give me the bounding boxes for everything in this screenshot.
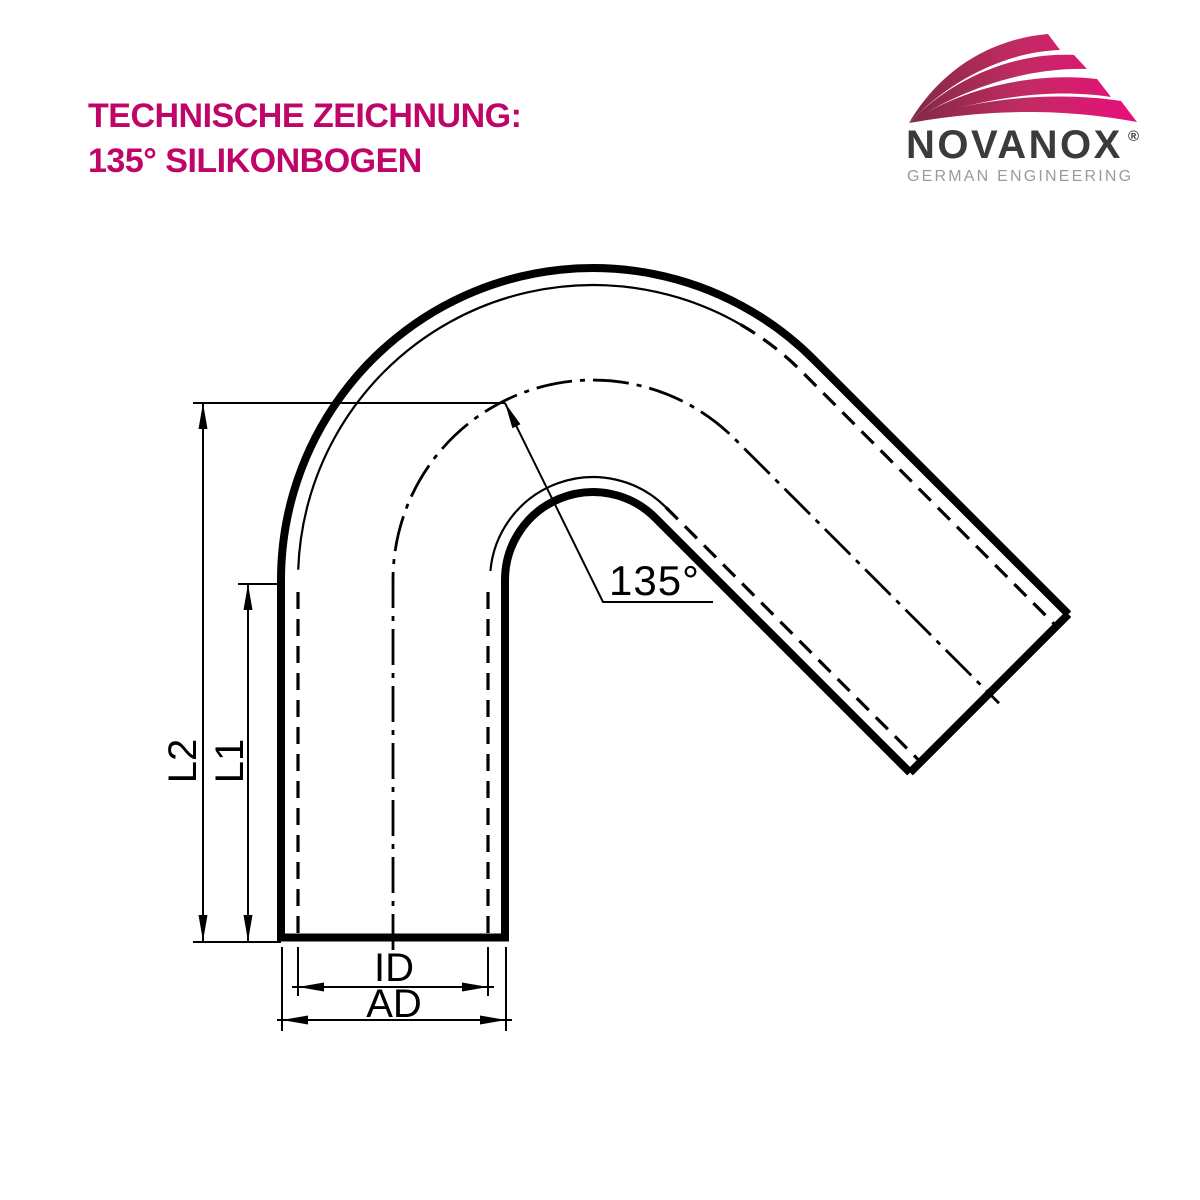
- id-label: ID: [374, 946, 414, 990]
- silicone-elbow-drawing: L2 L1 ID AD: [161, 264, 1072, 1031]
- page-title: TECHNISCHE ZEICHNUNG: 135° SILIKONBOGEN: [88, 97, 522, 180]
- dimension-id: ID: [292, 946, 494, 996]
- brand-logo: NOVANOX ® GERMAN ENGINEERING: [906, 34, 1139, 185]
- dimension-ad: AD: [277, 947, 512, 1031]
- visible-wall-edges: [297, 283, 742, 572]
- registered-trademark-icon: ®: [1128, 128, 1139, 145]
- brand-name: NOVANOX: [906, 123, 1123, 167]
- dimension-l1: L1: [208, 583, 281, 941]
- ad-label: AD: [366, 982, 422, 1026]
- brand-tagline: GERMAN ENGINEERING: [907, 168, 1133, 185]
- logo-swoosh-icon: [909, 34, 1137, 123]
- pipe-centerline: [391, 378, 1000, 950]
- hidden-inner-wall-lines: [296, 323, 1058, 933]
- angle-label: 135°: [609, 557, 700, 604]
- dimension-l2: L2: [161, 402, 505, 943]
- dimension-angle: 135°: [504, 402, 713, 604]
- l2-label: L2: [161, 739, 205, 784]
- page-title-line1: TECHNISCHE ZEICHNUNG:: [88, 97, 521, 135]
- l1-label: L1: [208, 739, 252, 784]
- page-title-line2: 135° SILIKONBOGEN: [88, 142, 422, 180]
- pipe-outline: [277, 264, 1072, 942]
